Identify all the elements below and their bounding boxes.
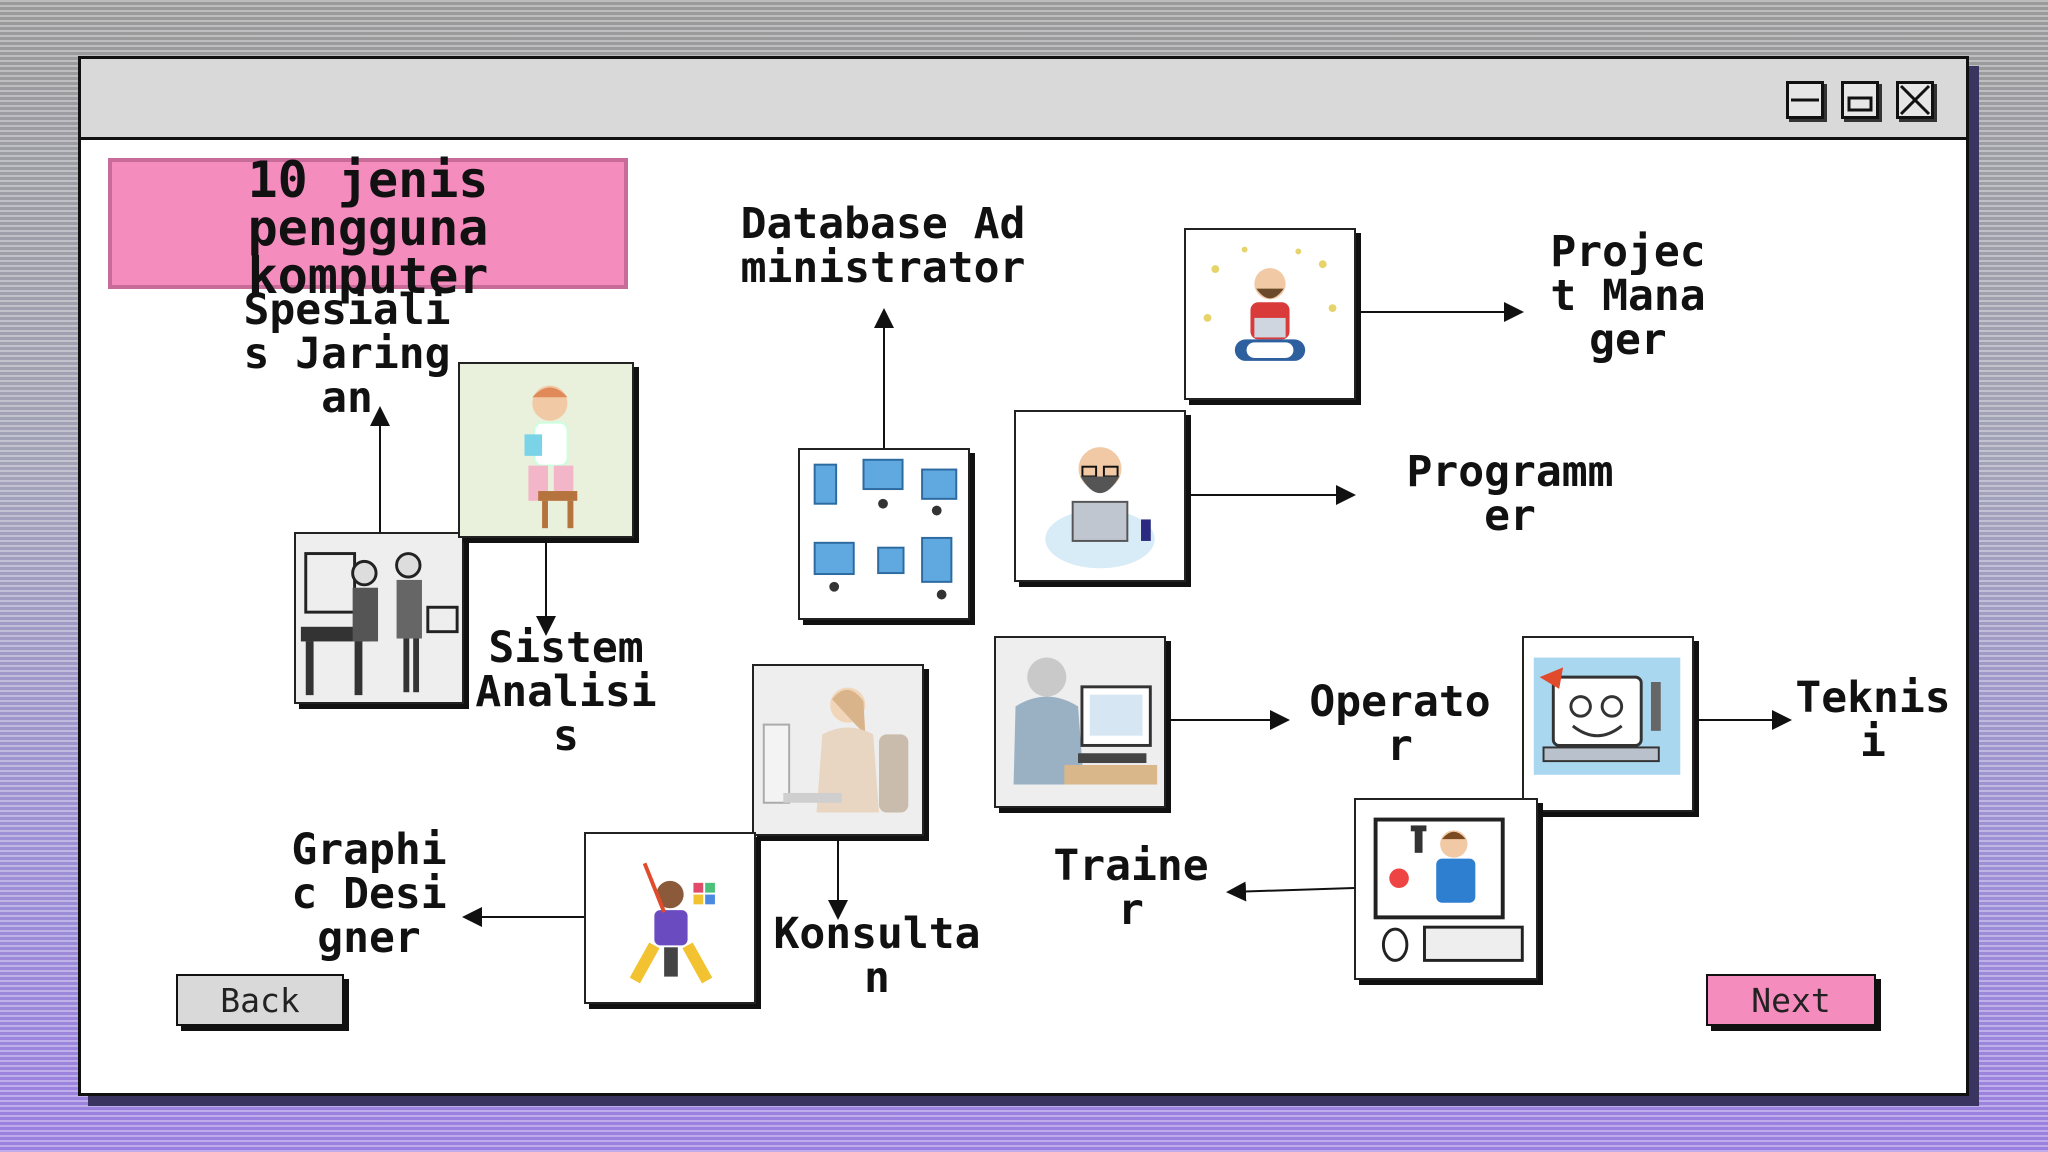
consultant-image <box>752 664 924 836</box>
technician-image <box>1522 636 1694 812</box>
minimize-icon <box>1791 98 1819 102</box>
operator-image <box>994 636 1166 808</box>
label-graphic-designer: Graphic Designer <box>291 825 447 963</box>
programmer-image <box>1014 410 1186 582</box>
back-button[interactable]: Back <box>176 974 344 1026</box>
minimize-button[interactable] <box>1786 81 1824 119</box>
close-icon <box>1899 84 1931 116</box>
label-operator: Operator <box>1309 677 1491 771</box>
trainer-image <box>1354 798 1538 980</box>
label-teknisi: Teknisi <box>1795 673 1951 767</box>
system-analyst-image <box>458 362 634 538</box>
label-sistem-analisis: Sistem Analisis <box>475 623 657 761</box>
label-konsultan: Konsultan <box>773 909 981 1003</box>
database-admin-image <box>798 448 970 620</box>
network-specialist-image <box>294 532 464 704</box>
maximize-button[interactable] <box>1841 81 1879 119</box>
close-button[interactable] <box>1896 81 1934 119</box>
graphic-designer-image <box>584 832 756 1004</box>
label-database-administrator: Database Administrator <box>740 199 1026 293</box>
label-programmer: Programmer <box>1406 447 1614 541</box>
label-spesialis-jaringan: Spesialis Jaringan <box>243 285 451 423</box>
title-bar <box>81 59 1966 140</box>
project-manager-image <box>1184 228 1356 400</box>
maximize-icon <box>1847 96 1873 112</box>
label-project-manager: Project Manager <box>1550 227 1706 365</box>
next-button[interactable]: Next <box>1706 974 1876 1026</box>
page-title: 10 jenis pengguna komputer <box>247 151 519 305</box>
label-trainer: Trainer <box>1053 841 1209 935</box>
title-banner <box>108 158 628 289</box>
